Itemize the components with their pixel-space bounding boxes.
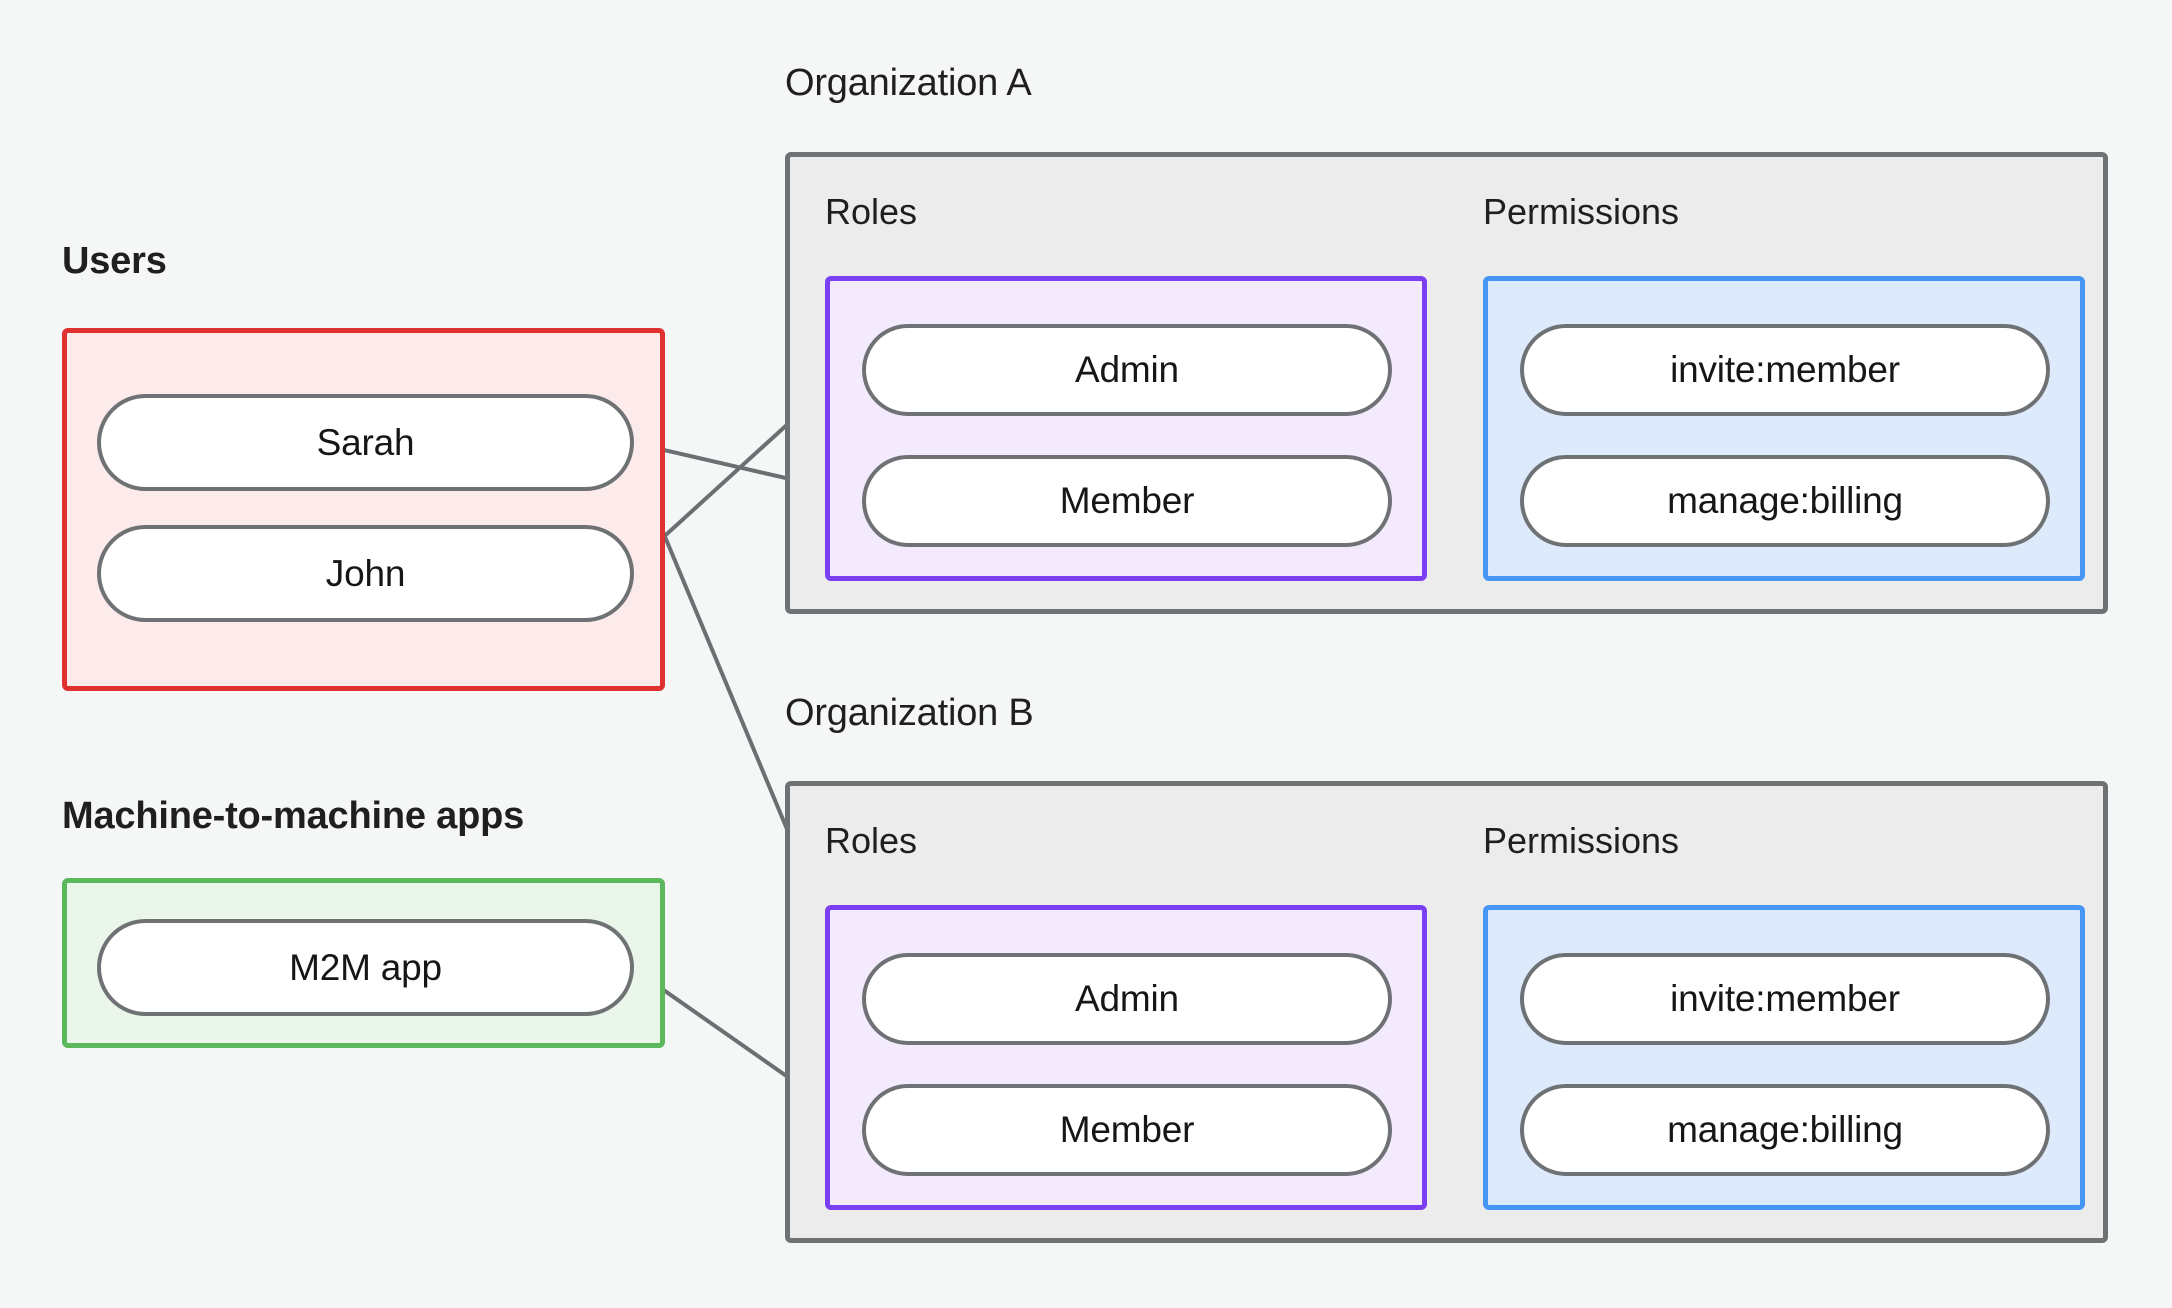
org-a-permission-invite-member[interactable]: invite:member	[1520, 324, 2050, 416]
org-a-permission-manage-billing-label: manage:billing	[1667, 480, 1903, 521]
org-a-permissions-label: Permissions	[1483, 191, 1680, 232]
org-b-permissions-group: invite:member manage:billing	[1483, 905, 2085, 1210]
org-a-permissions-group: invite:member manage:billing	[1483, 276, 2085, 581]
org-b-caption: Organization B	[785, 692, 1034, 734]
org-a-permission-invite-member-label: invite:member	[1670, 349, 1900, 390]
m2m-group: M2M app	[62, 878, 665, 1048]
user-node-sarah[interactable]: Sarah	[97, 394, 634, 491]
m2m-node-app-label: M2M app	[289, 946, 442, 988]
org-b-permission-invite-member-label: invite:member	[1670, 978, 1900, 1019]
org-a-roles-group: Admin Member	[825, 276, 1427, 581]
org-b-permission-manage-billing-label: manage:billing	[1667, 1109, 1903, 1150]
user-node-john-label: John	[325, 552, 406, 594]
user-node-sarah-label: Sarah	[316, 421, 415, 463]
user-node-john[interactable]: John	[97, 525, 634, 622]
users-caption: Users	[62, 240, 167, 282]
m2m-node-app[interactable]: M2M app	[97, 919, 634, 1016]
org-b-role-admin[interactable]: Admin	[862, 953, 1392, 1045]
org-a-roles-label: Roles	[825, 191, 918, 232]
org-b-roles-label: Roles	[825, 820, 918, 861]
org-b-permission-manage-billing[interactable]: manage:billing	[1520, 1084, 2050, 1176]
org-a-role-admin[interactable]: Admin	[862, 324, 1392, 416]
org-b-role-admin-label: Admin	[1075, 978, 1179, 1019]
org-b-permissions-label: Permissions	[1483, 820, 1680, 861]
org-a-caption: Organization A	[785, 62, 1032, 104]
org-a-role-admin-label: Admin	[1075, 349, 1179, 390]
org-a-group: Roles Permissions Admin Member invite:me…	[785, 152, 2108, 614]
org-b-role-member-label: Member	[1059, 1109, 1195, 1150]
users-group: Sarah John	[62, 328, 665, 691]
org-b-permission-invite-member[interactable]: invite:member	[1520, 953, 2050, 1045]
org-b-role-member[interactable]: Member	[862, 1084, 1392, 1176]
org-a-role-member-label: Member	[1059, 480, 1195, 521]
org-a-permission-manage-billing[interactable]: manage:billing	[1520, 455, 2050, 547]
org-b-roles-group: Admin Member	[825, 905, 1427, 1210]
org-b-group: Roles Permissions Admin Member invite:me…	[785, 781, 2108, 1243]
org-a-role-member[interactable]: Member	[862, 455, 1392, 547]
m2m-caption: Machine-to-machine apps	[62, 795, 525, 837]
